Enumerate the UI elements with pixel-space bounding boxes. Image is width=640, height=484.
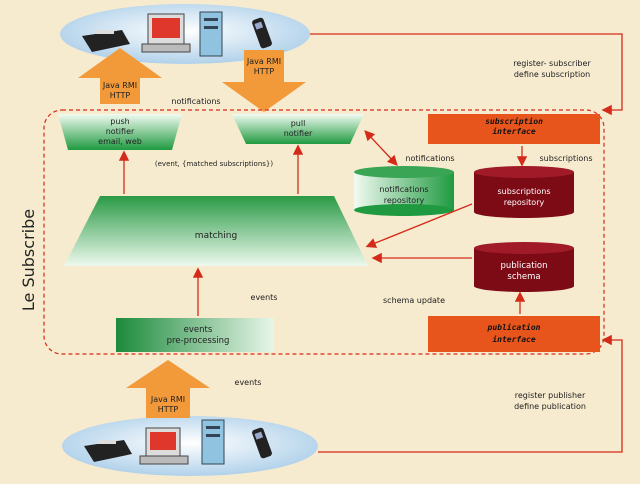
publication-schema: publication schema bbox=[474, 242, 574, 292]
transport-top-right-line1: Java RMI bbox=[246, 57, 281, 66]
transport-top-left-line2: HTTP bbox=[110, 91, 131, 100]
subscription-interface-line2: interface bbox=[492, 126, 536, 136]
label-register-subscriber-line2: define subscription bbox=[514, 70, 590, 79]
push-notifier-line3: email, web bbox=[98, 137, 142, 146]
label-subscriptions: subscriptions bbox=[540, 154, 593, 163]
pull-notifier: pull notifier bbox=[232, 114, 364, 144]
notifications-repository-line1: notifications bbox=[379, 185, 428, 194]
label-schema-update: schema update bbox=[383, 296, 445, 305]
publication-schema-line2: schema bbox=[507, 272, 540, 282]
matching-component: matching bbox=[64, 196, 368, 266]
mobile-phone-icon bbox=[252, 427, 272, 459]
publication-schema-line1: publication bbox=[500, 261, 547, 271]
mobile-phone-icon bbox=[252, 17, 272, 49]
publication-interface-line1: publication bbox=[487, 322, 541, 332]
label-register-subscriber-line1: register- subscriber bbox=[513, 59, 591, 68]
transport-top-right-line2: HTTP bbox=[254, 67, 275, 76]
publication-interface: publication interface bbox=[428, 316, 600, 352]
fax-icon bbox=[82, 30, 130, 52]
subscription-interface-line1: subscription bbox=[485, 116, 543, 126]
computer-icon bbox=[141, 13, 191, 53]
connectors bbox=[118, 33, 623, 453]
label-register-publisher-line1: register publisher bbox=[515, 391, 586, 400]
transport-arrow-top-right: Java RMI HTTP bbox=[222, 50, 306, 112]
transport-top-left-line1: Java RMI bbox=[102, 81, 137, 90]
system-title: Le Subscribe bbox=[19, 209, 38, 311]
events-preprocessing-line1: events bbox=[184, 325, 213, 335]
subscriptions-repository: subscriptions repository bbox=[474, 166, 574, 218]
notifications-repository: notifications repository bbox=[354, 166, 454, 216]
label-events-bottom: events bbox=[235, 378, 262, 387]
transport-arrow-bottom: Java RMI HTTP bbox=[126, 360, 210, 418]
connector-publisher bbox=[318, 334, 623, 453]
push-notifier: push notifier email, web bbox=[58, 114, 182, 150]
connector-subs-matching bbox=[365, 203, 473, 248]
events-preprocessing: events pre-processing bbox=[116, 318, 274, 352]
subscriptions-repository-line2: repository bbox=[504, 198, 545, 207]
matching-label: matching bbox=[195, 231, 237, 241]
pull-notifier-line2: notifier bbox=[284, 129, 313, 138]
publication-interface-line2: interface bbox=[492, 334, 536, 344]
connector-pull-repo bbox=[364, 130, 398, 166]
transport-bottom-line2: HTTP bbox=[158, 405, 179, 414]
subscription-interface: subscription interface bbox=[428, 114, 600, 144]
server-tower-icon bbox=[199, 11, 223, 57]
push-notifier-line2: notifier bbox=[106, 127, 135, 136]
connector-subscriber bbox=[310, 33, 623, 116]
subscriptions-repository-line1: subscriptions bbox=[498, 187, 551, 196]
pull-notifier-line1: pull bbox=[291, 119, 306, 128]
label-register-publisher-line2: define publication bbox=[514, 402, 586, 411]
clients-cloud-top bbox=[60, 4, 310, 64]
fax-icon bbox=[84, 440, 132, 462]
computer-icon bbox=[139, 427, 189, 465]
transport-arrow-top-left: Java RMI HTTP bbox=[78, 48, 162, 104]
label-events-mid: events bbox=[251, 293, 278, 302]
events-preprocessing-line2: pre-processing bbox=[167, 336, 230, 346]
push-notifier-line1: push bbox=[110, 117, 129, 126]
transport-bottom-line1: Java RMI bbox=[150, 395, 185, 404]
system-boundary bbox=[43, 109, 605, 355]
label-notifications-mid: notifications bbox=[405, 154, 454, 163]
notifications-repository-line2: repository bbox=[384, 196, 425, 205]
label-notifications-top: notifications bbox=[171, 97, 220, 106]
server-tower-icon bbox=[201, 419, 225, 465]
label-event-matched: (event, {matched subscriptions}) bbox=[155, 160, 273, 168]
